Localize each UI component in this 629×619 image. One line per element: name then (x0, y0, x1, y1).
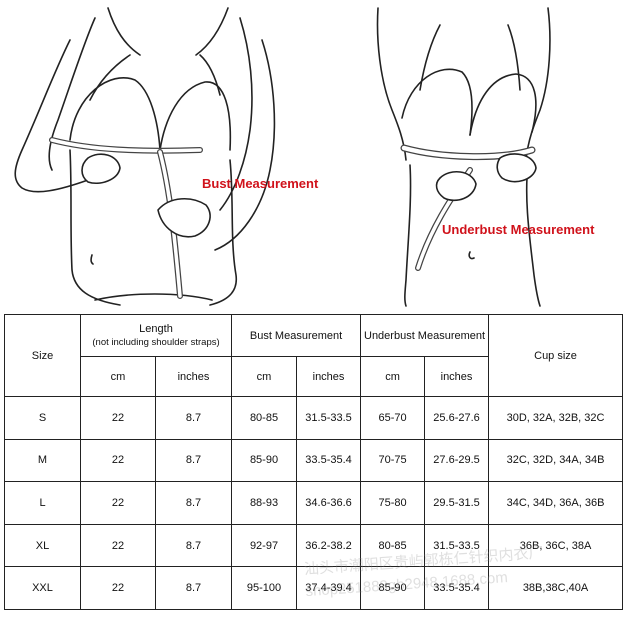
bust-inches-cell: 34.6-36.6 (296, 481, 362, 525)
bust-inches-cell: 37.4-39.4 (296, 566, 362, 610)
length-inches-cell: 8.7 (154, 566, 233, 610)
measurement-illustration (14, 7, 551, 307)
underbust-cm-cell: 70-75 (360, 438, 426, 483)
underbust-inches-header: inches (424, 356, 490, 397)
length-cm-cell: 22 (80, 438, 156, 483)
bust-cm-cell: 95-100 (231, 566, 298, 610)
underbust-inches-cell: 25.6-27.6 (424, 396, 490, 440)
bust-header: Bust Measurement (231, 314, 362, 357)
bust-figure (14, 7, 276, 306)
size-cell: XL (4, 523, 81, 568)
length-inches-cell: 8.7 (154, 523, 233, 568)
table-row: M 22 8.7 85-90 33.5-35.4 70-75 27.6-29.5… (4, 438, 624, 483)
cup-size-cell: 36B, 36C, 38A (488, 523, 624, 568)
size-header: Size (4, 314, 81, 397)
table-row: XXL 22 8.7 95-100 37.4-39.4 85-90 33.5-3… (4, 566, 624, 610)
bust-cm-cell: 92-97 (231, 523, 298, 568)
bust-measurement-caption: Bust Measurement (202, 176, 319, 191)
underbust-cm-cell: 85-90 (360, 566, 426, 610)
length-inches-cell: 8.7 (154, 438, 233, 483)
length-cm-cell: 22 (80, 566, 156, 610)
bust-cm-cell: 88-93 (231, 481, 298, 525)
bust-cm-cell: 80-85 (231, 396, 298, 440)
bust-cm-cell: 85-90 (231, 438, 298, 483)
size-cell: M (4, 438, 81, 483)
underbust-cm-cell: 80-85 (360, 523, 426, 568)
length-inches-cell: 8.7 (154, 481, 233, 525)
length-header-label: Length (139, 323, 173, 335)
length-cm-cell: 22 (80, 523, 156, 568)
cup-size-cell: 32C, 32D, 34A, 34B (488, 438, 624, 483)
cup-size-cell: 38B,38C,40A (488, 566, 624, 610)
underbust-header: Underbust Measurement (360, 314, 490, 357)
length-inches-header: inches (154, 356, 233, 397)
underbust-inches-cell: 33.5-35.4 (424, 566, 490, 610)
underbust-cm-cell: 75-80 (360, 481, 426, 525)
length-cm-cell: 22 (80, 481, 156, 525)
length-cm-cell: 22 (80, 396, 156, 440)
length-header: Length (not including shoulder straps) (79, 314, 233, 357)
table-row: XL 22 8.7 92-97 36.2-38.2 80-85 31.5-33.… (4, 523, 624, 568)
size-chart-table: Size Length (not including shoulder stra… (4, 314, 624, 610)
underbust-inches-cell: 31.5-33.5 (424, 523, 490, 568)
length-cm-header: cm (80, 356, 156, 397)
table-row: S 22 8.7 80-85 31.5-33.5 65-70 25.6-27.6… (4, 396, 624, 440)
cup-size-cell: 34C, 34D, 36A, 36B (488, 481, 624, 525)
underbust-cm-cell: 65-70 (360, 396, 426, 440)
bust-inches-cell: 31.5-33.5 (296, 396, 362, 440)
underbust-inches-cell: 29.5-31.5 (424, 481, 490, 525)
table-row: L 22 8.7 88-93 34.6-36.6 75-80 29.5-31.5… (4, 481, 624, 525)
bust-cm-header: cm (231, 356, 298, 397)
cup-size-cell: 30D, 32A, 32B, 32C (488, 396, 624, 440)
size-cell: L (4, 481, 81, 525)
underbust-inches-cell: 27.6-29.5 (424, 438, 490, 483)
cup-size-header: Cup size (488, 314, 624, 397)
length-inches-cell: 8.7 (154, 396, 233, 440)
size-cell: XXL (4, 566, 81, 610)
bust-inches-cell: 36.2-38.2 (296, 523, 362, 568)
bust-inches-cell: 33.5-35.4 (296, 438, 362, 483)
length-header-note: (not including shoulder straps) (92, 337, 220, 348)
underbust-measurement-caption: Underbust Measurement (442, 222, 595, 237)
underbust-figure (376, 7, 551, 307)
underbust-cm-header: cm (360, 356, 426, 397)
size-cell: S (4, 396, 81, 440)
bust-inches-header: inches (296, 356, 362, 397)
